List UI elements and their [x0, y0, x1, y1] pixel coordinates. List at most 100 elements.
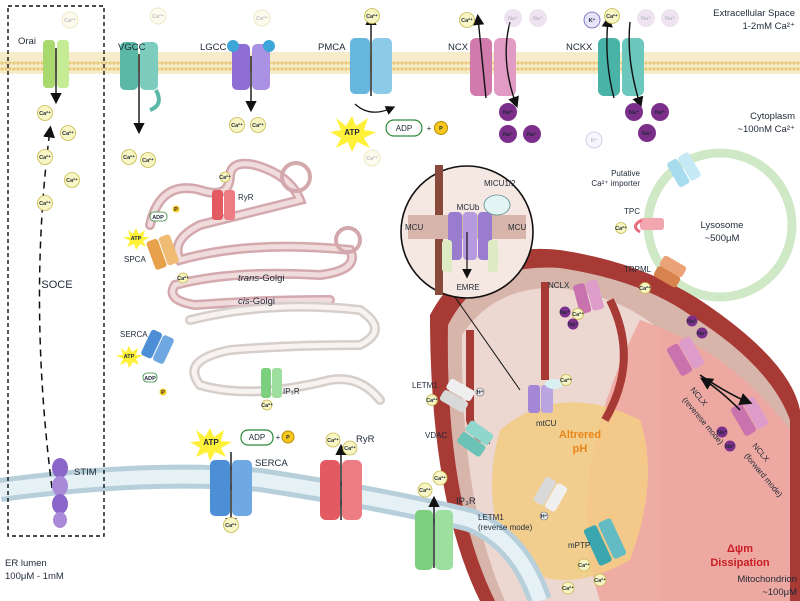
atp-label-serca-golgi: ATP [124, 354, 135, 360]
svg-text:Na⁺: Na⁺ [533, 15, 543, 22]
ca-ion: Ca²⁺ [459, 12, 475, 28]
ip3r-er-label: IP₃R [456, 496, 476, 507]
mito-conc: ~100μM [762, 587, 797, 598]
altered-ph-label-1: Altrered [559, 429, 601, 441]
pmca-pump [350, 13, 396, 115]
nckx-label: NCKX [566, 42, 593, 53]
ca-ion: Ca²⁺ [37, 195, 53, 211]
svg-text:Na⁺: Na⁺ [560, 309, 570, 316]
ca-ion: Ca²⁺ [615, 222, 627, 234]
svg-text:Na⁺: Na⁺ [665, 15, 675, 22]
svg-text:Ca²⁺: Ca²⁺ [461, 17, 473, 24]
lysosome-title: Lysosome [701, 220, 744, 231]
svg-text:Ca²⁺: Ca²⁺ [261, 402, 273, 409]
adp-pill-serca-golgi [142, 372, 158, 383]
ions: Ca²⁺ Ca²⁺ Ca²⁺ Ca²⁺ Ca²⁺ Ca²⁺ Ca²⁺ Ca²⁺ … [37, 8, 736, 595]
nclx-reverse-channel [666, 336, 705, 376]
svg-text:Ca²⁺: Ca²⁺ [560, 377, 572, 384]
svg-text:Ca²⁺: Ca²⁺ [39, 200, 51, 207]
spca-label: SPCA [124, 255, 146, 264]
dissipation-label-1: Δψm [727, 543, 753, 555]
ryr-golgi-channel [212, 190, 235, 220]
na-ion-faded: Na⁺ [637, 9, 655, 27]
phosphate-serca-er [281, 430, 295, 444]
er-title: ER lumen [5, 558, 47, 569]
emre-label: EMRE [456, 283, 479, 292]
na-ion: Na⁺ [625, 103, 643, 121]
svg-text:Ca²⁺: Ca²⁺ [177, 275, 189, 282]
phosphate-serca-golgi [159, 388, 167, 396]
ca-ion: Ca²⁺ [561, 581, 575, 595]
adp-label-serca-er: ADP [249, 433, 265, 442]
ncx-label: NCX [448, 42, 469, 53]
vdac-label: VDAC [425, 431, 447, 440]
na-ion: Na⁺ [716, 426, 728, 438]
vgcc-channel [120, 42, 161, 135]
svg-text:Ca²⁺: Ca²⁺ [562, 585, 574, 592]
lgcc-label: LGCC [200, 42, 227, 53]
extracellular-title: Extracellular Space [713, 8, 795, 19]
adp-label-spca: ADP [152, 215, 164, 221]
letm1-reverse-channel [533, 476, 568, 512]
adp-label-serca-golgi: ADP [144, 376, 156, 382]
atp-label-spca: ATP [131, 236, 142, 242]
ca-ion: Ca²⁺ [250, 117, 266, 133]
ca-ion: Ca²⁺ [639, 282, 651, 294]
phosphate-label-serca-golgi: P [161, 390, 165, 396]
atp-label-pmca: ATP [344, 128, 360, 137]
cytoplasm-title: Cytoplasm [750, 111, 795, 122]
mcu-right-label: MCU [508, 223, 526, 232]
mptp-pore [583, 518, 627, 566]
svg-text:Na⁺: Na⁺ [508, 15, 518, 22]
svg-text:Ca²⁺: Ca²⁺ [219, 174, 231, 181]
ca-ion: Ca²⁺ [560, 374, 572, 386]
na-ion: Na⁺ [651, 103, 669, 121]
k-ion-faded: K⁺ [585, 131, 603, 149]
ca-ion-faded: Ca²⁺ [149, 7, 167, 25]
svg-text:Ca²⁺: Ca²⁺ [123, 154, 135, 161]
phosphate-label-pmca: P [439, 126, 443, 132]
svg-text:K⁺: K⁺ [591, 137, 598, 144]
svg-text:Ca²⁺: Ca²⁺ [615, 225, 627, 232]
svg-text:K⁺: K⁺ [589, 17, 596, 24]
altered-ph-label-2: pH [573, 443, 588, 455]
na-ion: Na⁺ [696, 327, 708, 339]
na-ion: Na⁺ [724, 440, 736, 452]
trpml-channel [653, 255, 687, 288]
ca-ion: Ca²⁺ [140, 152, 156, 168]
lysosome-conc: ~500μM [705, 233, 740, 244]
svg-text:Ca²⁺: Ca²⁺ [62, 130, 74, 137]
ryr-er-channel [320, 443, 362, 520]
ca-ion: Ca²⁺ [432, 470, 448, 486]
svg-text:Ca²⁺: Ca²⁺ [419, 487, 431, 494]
putative-importer-label-2: Ca²⁺ importer [591, 179, 640, 188]
tpc-channel [634, 218, 664, 234]
ca-ion: Ca²⁺ [60, 125, 76, 141]
orai-label: Orai [18, 36, 36, 47]
nclx-forward-channel [699, 374, 769, 436]
ca-ion: Ca²⁺ [37, 105, 53, 121]
adp-pill-pmca [385, 119, 423, 137]
svg-text:Ca²⁺: Ca²⁺ [366, 13, 378, 20]
svg-text:Ca²⁺: Ca²⁺ [256, 15, 268, 22]
cis-golgi-italic: cis [238, 296, 250, 307]
svg-text:Na⁺: Na⁺ [642, 130, 652, 137]
ca-ion: Ca²⁺ [219, 171, 231, 183]
svg-text:Ca²⁺: Ca²⁺ [606, 13, 618, 20]
dissipation-label-2: Dissipation [710, 557, 770, 569]
h-ion: H⁺ [475, 387, 485, 397]
ip3r-golgi-channel [261, 368, 282, 398]
ca-ion: Ca²⁺ [37, 149, 53, 165]
ca-ion: Ca²⁺ [572, 308, 584, 320]
svg-text:Na⁺: Na⁺ [527, 131, 537, 138]
na-ion-faded: Na⁺ [529, 9, 547, 27]
ryr-er-label: RyR [356, 434, 375, 445]
ca-ion: Ca²⁺ [604, 8, 620, 24]
svg-text:Ca²⁺: Ca²⁺ [594, 577, 606, 584]
atp-burst-serca-golgi [116, 346, 143, 368]
letm1-channel [439, 378, 475, 413]
ryr-golgi-label: RyR [238, 193, 254, 202]
svg-text:Na⁺: Na⁺ [629, 109, 639, 116]
